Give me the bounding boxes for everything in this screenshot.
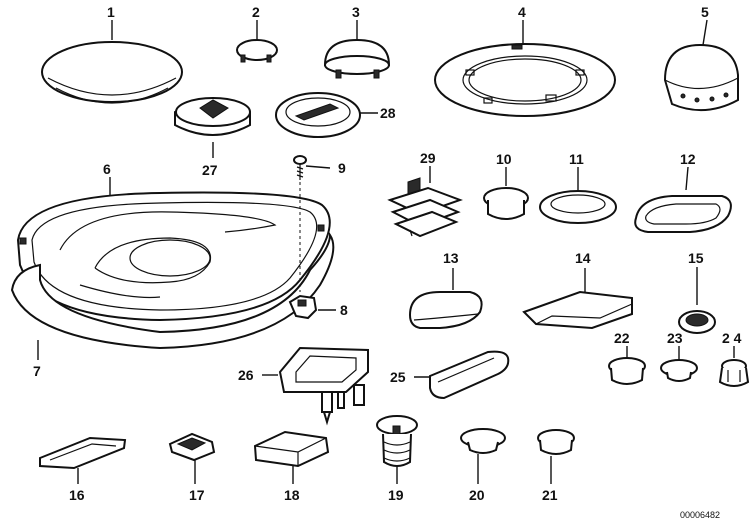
callout-1: 1 — [107, 4, 115, 20]
part-27-square-plug — [174, 97, 251, 158]
callout-16: 16 — [69, 487, 85, 503]
part-28-slotted-grommet — [275, 92, 378, 138]
callout-13: 13 — [443, 250, 459, 266]
callout-11: 11 — [569, 151, 584, 167]
callout-12: 12 — [680, 151, 696, 167]
part-9-screw — [293, 155, 331, 292]
part-21-cap — [537, 429, 575, 484]
part-24-clip — [718, 346, 750, 387]
part-15-grommet — [678, 267, 716, 334]
part-23-cap — [660, 346, 698, 382]
part-18-square-cap — [253, 430, 330, 484]
part-2-small-plug — [236, 20, 278, 63]
part-3-cap — [323, 20, 391, 79]
callout-19: 19 — [388, 487, 404, 503]
callout-10: 10 — [496, 151, 512, 167]
part-25-oblong-plug — [414, 350, 510, 400]
part-1-large-plug — [41, 20, 183, 104]
part-5-dome-plug — [663, 19, 739, 112]
callout-14: 14 — [575, 250, 591, 266]
part-7-outer-seal — [10, 231, 335, 360]
part-17-square-plug — [168, 432, 216, 484]
callout-26: 26 — [238, 367, 254, 383]
part-4-ring-gasket — [434, 20, 616, 117]
callout-3: 3 — [352, 4, 360, 20]
callout-8: 8 — [340, 302, 348, 318]
part-12-oval-plug — [634, 166, 732, 233]
callout-20: 20 — [469, 487, 485, 503]
reference-number: 00006482 — [680, 510, 720, 520]
callout-24: 2 4 — [722, 330, 742, 346]
part-14-flat-cover — [522, 268, 633, 330]
callout-9: 9 — [338, 160, 346, 176]
part-13-oblong-plug — [408, 268, 483, 329]
part-26-bracket — [262, 346, 369, 426]
callout-27: 27 — [202, 162, 218, 178]
part-19-ribbed-plug — [376, 415, 418, 484]
callout-29: 29 — [420, 150, 436, 166]
callout-6: 6 — [103, 161, 111, 177]
callout-2: 2 — [252, 4, 260, 20]
part-6-tub-seal — [16, 177, 331, 322]
callout-21: 21 — [542, 487, 558, 503]
callout-5: 5 — [701, 4, 709, 20]
part-11-grommet — [539, 167, 617, 224]
callout-15: 15 — [688, 250, 704, 266]
callout-17: 17 — [189, 487, 205, 503]
part-10-plug — [483, 167, 529, 220]
callout-18: 18 — [284, 487, 300, 503]
part-8-clip — [288, 294, 336, 320]
callout-4: 4 — [518, 4, 526, 20]
callout-22: 22 — [614, 330, 630, 346]
callout-7: 7 — [33, 363, 41, 379]
callout-28: 28 — [380, 105, 396, 121]
callout-23: 23 — [667, 330, 683, 346]
part-20-cap — [460, 428, 506, 484]
callout-25: 25 — [390, 369, 406, 385]
part-29-clip-stack — [387, 166, 463, 238]
part-16-rect-plug — [39, 436, 127, 484]
part-22-cap — [608, 346, 646, 385]
